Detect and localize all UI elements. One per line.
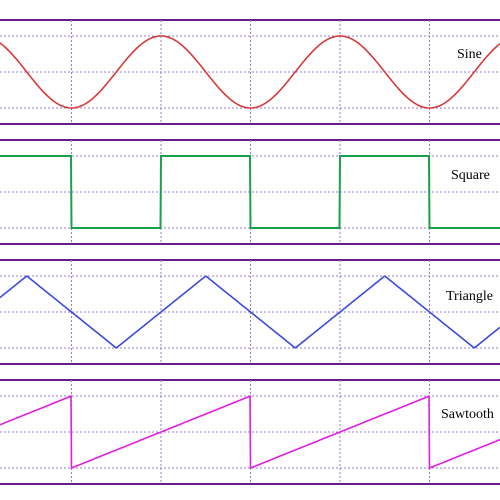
wave-label-sine: Sine	[457, 47, 482, 62]
panel-sawtooth: Sawtooth	[0, 379, 500, 485]
panel-triangle: Triangle	[0, 259, 500, 365]
square-wave	[0, 155, 500, 229]
panel-sine: Sine	[0, 19, 500, 125]
triangle-wave	[0, 275, 500, 349]
wave-label-square: Square	[451, 168, 490, 183]
panel-square: Square	[0, 139, 500, 245]
wave-label-triangle: Triangle	[446, 289, 493, 304]
sine-wave	[0, 35, 500, 109]
sawtooth-wave	[0, 395, 500, 470]
wave-label-sawtooth: Sawtooth	[441, 407, 494, 422]
